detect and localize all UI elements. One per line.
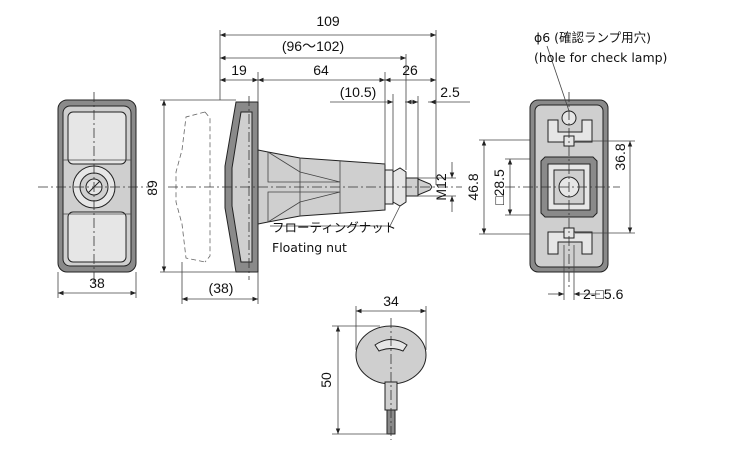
dim-19: 19 (231, 62, 247, 78)
dim-key-34: 34 (383, 293, 399, 309)
dim-38-side: (38) (209, 280, 234, 296)
dim-range: (96～102) (282, 38, 344, 54)
rear-view (505, 92, 620, 290)
dim-46-8: 46.8 (465, 173, 481, 200)
floating-nut-label-en: Floating nut (272, 240, 347, 255)
rear-36-8-dimension: 36.8 (575, 140, 635, 234)
key-dimensions: 34 50 (318, 293, 427, 435)
rear-upper-bracket (547, 119, 593, 143)
floating-nut-label-jp: フローティングナット (272, 220, 396, 235)
front-width-dimension: 38 (57, 272, 137, 298)
floating-nut (392, 167, 407, 207)
dim-26: 26 (402, 62, 418, 78)
dim-36-8: 36.8 (612, 143, 628, 170)
front-upper-panel (67, 111, 127, 165)
dim-overall-109: 109 (316, 13, 340, 29)
dim-key-50: 50 (318, 372, 334, 388)
lamp-hole-label-jp: ϕ6 (確認ランプ用穴) (534, 30, 651, 45)
lamp-hole-callout: ϕ6 (確認ランプ用穴) (hole for check lamp) (534, 30, 667, 112)
dim-height-89: 89 (144, 180, 160, 196)
square-hole-callout: 2-□5.6 (548, 245, 624, 302)
key-view (355, 318, 427, 440)
dim-10-5: (10.5) (340, 84, 377, 100)
top-dimensions: 109 (96～102) 19 64 26 (10.5) 2.5 (219, 13, 470, 185)
dim-2-5: 2.5 (440, 84, 460, 100)
dim-64: 64 (313, 62, 329, 78)
thread-dimensions: M12 46.8 □28.5 (418, 139, 545, 235)
side-depth-dimension: (38) (181, 262, 259, 304)
rear-lower-bracket (547, 231, 593, 255)
floating-nut-callout: フローティングナット Floating nut (270, 205, 401, 255)
dim-m12: M12 (433, 173, 449, 200)
dim-width-38: 38 (89, 275, 105, 291)
dim-28-5: □28.5 (491, 169, 507, 205)
front-lower-panel (67, 211, 127, 263)
dim-square-5-6: 2-□5.6 (583, 286, 624, 302)
side-height-dimension: 89 (144, 99, 236, 273)
lamp-hole-label-en: (hole for check lamp) (534, 50, 667, 65)
front-view (38, 92, 150, 282)
side-view (168, 96, 462, 280)
